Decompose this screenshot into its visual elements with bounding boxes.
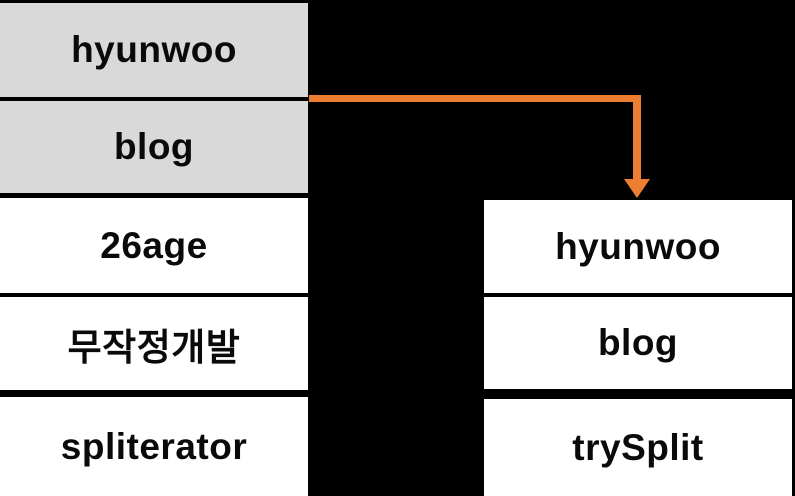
arrow-vertical-segment	[633, 95, 641, 179]
right-cell-hyunwoo: hyunwoo	[484, 200, 792, 293]
left-cell-spliterator: spliterator	[0, 397, 308, 496]
left-cell-blog: blog	[0, 101, 308, 193]
left-cell-hyunwoo: hyunwoo	[0, 3, 308, 97]
left-cell-mujakjeong-gaebal: 무작정개발	[0, 297, 308, 390]
arrow-down-head-icon	[624, 179, 650, 198]
right-cell-trysplit: trySplit	[484, 399, 792, 496]
arrow-horizontal-segment	[309, 95, 641, 102]
right-cell-blog: blog	[484, 297, 792, 389]
left-cell-26age: 26age	[0, 198, 308, 293]
